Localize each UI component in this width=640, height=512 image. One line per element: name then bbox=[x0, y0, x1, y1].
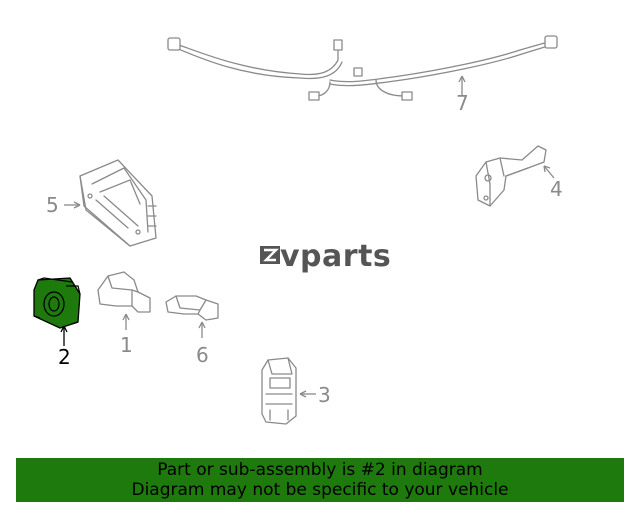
part-6-parking-sensor: 6 bbox=[165, 295, 219, 367]
callout-2: 2 bbox=[58, 345, 71, 369]
part-5-control-module: 5 bbox=[46, 159, 157, 247]
banner-line-2: Diagram may not be specific to your vehi… bbox=[131, 480, 509, 500]
callout-1: 1 bbox=[120, 333, 133, 357]
callout-4: 4 bbox=[550, 177, 563, 201]
callout-5: 5 bbox=[46, 193, 59, 217]
part-3-sensor-retainer: 3 bbox=[261, 357, 331, 425]
logo-text: vparts bbox=[280, 239, 391, 274]
callout-7: 7 bbox=[456, 91, 469, 115]
part-2-sensor-cover: 2 bbox=[33, 277, 81, 369]
vparts-logo: vparts bbox=[260, 239, 391, 274]
fitment-notice-banner: Part or sub-assembly is #2 in diagram Di… bbox=[16, 458, 624, 502]
part-7-wire-harness: 7 bbox=[167, 35, 558, 115]
parts-diagram: 7 5 4 vparts bbox=[33, 35, 563, 425]
part-1-parking-sensor: 1 bbox=[97, 271, 151, 357]
part-4-bracket: 4 bbox=[475, 145, 563, 207]
banner-line-1: Part or sub-assembly is #2 in diagram bbox=[157, 460, 483, 480]
callout-3: 3 bbox=[318, 383, 331, 407]
callout-6: 6 bbox=[196, 343, 209, 367]
